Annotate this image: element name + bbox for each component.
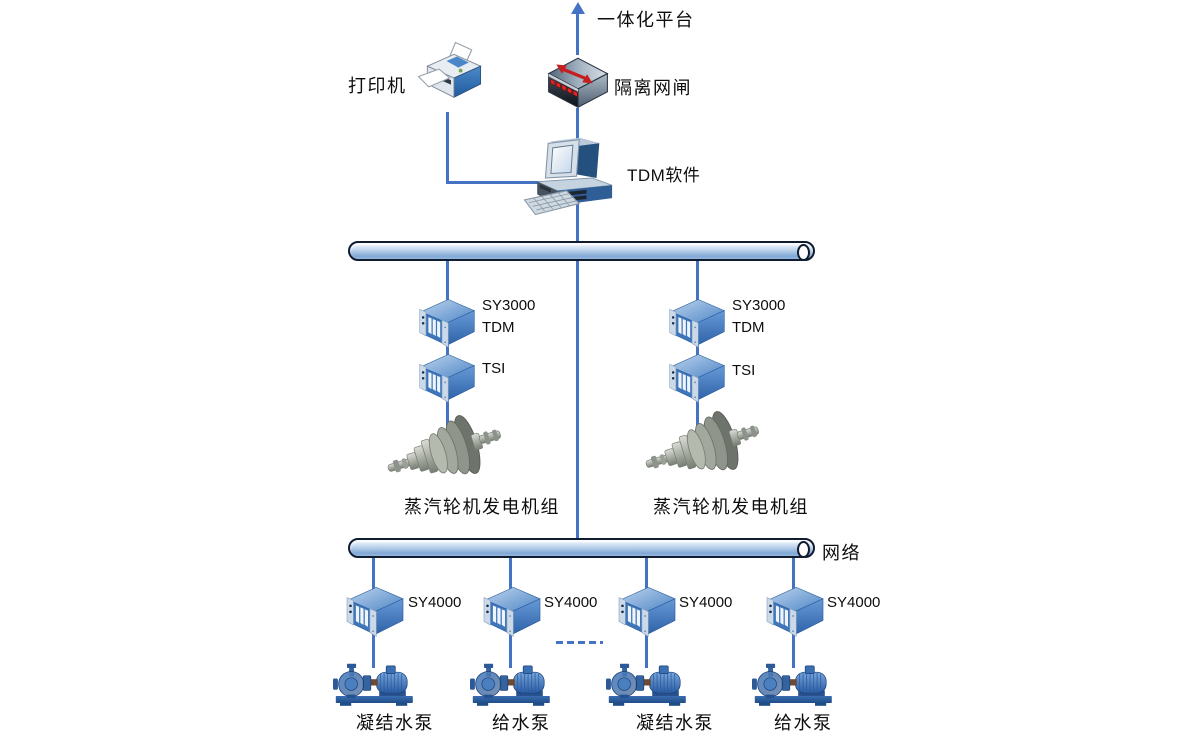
column4-pump-label: 给水泵 <box>774 713 833 733</box>
isolation-gateway-icon <box>543 52 613 112</box>
column3-sy4000-rack-icon <box>615 581 679 637</box>
connector-computer-to-bus1 <box>576 204 579 244</box>
unit2-tsi-rack-icon <box>666 348 728 403</box>
column2-pump-icon <box>470 653 554 711</box>
unit1-turbine-rotor-icon <box>384 409 508 493</box>
unit1-daq-label-line2: TDM <box>482 319 515 336</box>
connector-printer-drop <box>446 112 449 183</box>
unit2-daq-label-line1: SY3000 <box>732 297 786 314</box>
printer-label: 打印机 <box>348 76 407 96</box>
computer-label: TDM软件 <box>627 166 701 185</box>
up-arrow-icon <box>571 2 585 14</box>
column1-pump-label: 凝结水泵 <box>356 713 434 733</box>
tier1-network-bus <box>348 241 815 261</box>
unit2-daq-label-line2: TDM <box>732 319 765 336</box>
column3-pump-icon <box>606 653 690 711</box>
connector-gateway-to-platform <box>576 13 579 55</box>
network-label: 网络 <box>822 543 861 563</box>
column4-pump-icon <box>752 653 836 711</box>
unit2-turbine-rotor-icon <box>642 405 766 489</box>
column2-daq-label: SY4000 <box>544 594 598 611</box>
unit2-sy3000-rack-icon <box>666 293 728 348</box>
column2-pump-label: 给水泵 <box>492 713 551 733</box>
column1-pump-icon <box>333 653 417 711</box>
unit1-tsi-label: TSI <box>482 360 506 377</box>
unit1-sy3000-rack-icon <box>416 293 478 348</box>
connector-unit1-branch <box>446 259 449 444</box>
connector-gateway-to-computer <box>576 108 579 142</box>
tdm-computer-icon <box>520 136 622 220</box>
column1-daq-label: SY4000 <box>408 594 462 611</box>
bus-end-cap <box>797 244 810 261</box>
column3-pump-label: 凝结水泵 <box>636 713 714 733</box>
column3-daq-label: SY4000 <box>679 594 733 611</box>
more-units-ellipsis-dashes <box>556 641 603 644</box>
platform-label: 一体化平台 <box>597 10 695 30</box>
column2-sy4000-rack-icon <box>480 581 544 637</box>
gateway-label: 隔离网闸 <box>614 78 692 98</box>
column1-sy4000-rack-icon <box>343 581 407 637</box>
unit1-machine-label: 蒸汽轮机发电机组 <box>404 497 560 517</box>
bus-end-cap <box>797 541 810 558</box>
printer-icon <box>414 40 488 116</box>
connector-unit2-branch <box>696 259 699 442</box>
unit1-tsi-rack-icon <box>416 348 478 403</box>
unit2-tsi-label: TSI <box>732 362 756 379</box>
unit2-machine-label: 蒸汽轮机发电机组 <box>653 497 809 517</box>
connector-bus1-to-bus2 <box>576 259 579 540</box>
unit1-daq-label-line1: SY3000 <box>482 297 536 314</box>
column4-daq-label: SY4000 <box>827 594 881 611</box>
tier2-network-bus <box>348 538 815 558</box>
connector-printer-to-computer <box>446 181 566 184</box>
column4-sy4000-rack-icon <box>763 581 827 637</box>
